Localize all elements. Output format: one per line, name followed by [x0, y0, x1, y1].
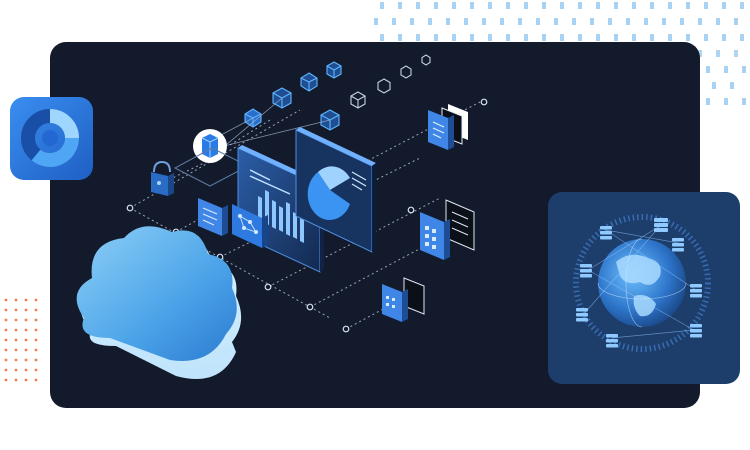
dot-pattern-bottom-left	[4, 298, 38, 382]
padlock-icon	[151, 160, 174, 196]
server-rack-icon	[420, 199, 475, 260]
database-cube-node	[193, 129, 227, 163]
document-stack-icon	[428, 104, 468, 150]
cloud-icon	[76, 226, 242, 379]
document-tile-icon	[198, 198, 228, 236]
server-stack-icon	[576, 218, 702, 348]
dot-pattern-top-right	[374, 2, 744, 57]
analytics-screen	[295, 127, 376, 253]
donut-chart-tile	[10, 97, 93, 180]
network-graph-tile-icon	[232, 204, 268, 248]
globe-network-icon	[573, 214, 711, 352]
globe-network-card	[548, 192, 740, 384]
donut-chart-icon	[21, 109, 80, 168]
calculator-tile-icon	[382, 277, 425, 322]
